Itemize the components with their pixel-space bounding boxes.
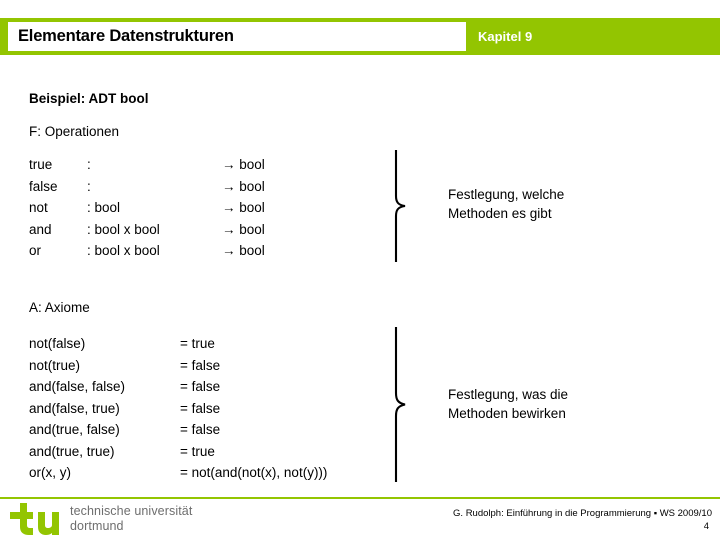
table-row: true : → bool xyxy=(29,154,292,176)
operation-signature: : bool x bool xyxy=(87,243,160,258)
operations-table: true : → bool false : → bool not : bool … xyxy=(29,154,292,262)
axiom-value: = true xyxy=(180,443,215,459)
slide-content: Beispiel: ADT bool F: Operationen true :… xyxy=(0,55,720,492)
table-row: or(x, y) = not(and(not(x), not(y))) xyxy=(29,462,327,484)
axiom-value: = not(and(not(x), not(y))) xyxy=(180,465,328,480)
table-row: false : → bool xyxy=(29,176,292,198)
axioms-table: not(false) = true not(true) = false and(… xyxy=(29,333,327,484)
table-row: and : bool x bool → bool xyxy=(29,219,292,241)
tu-logo-icon xyxy=(8,503,64,540)
axioms-note: Festlegung, was die Methoden bewirken xyxy=(448,385,568,423)
axiom-value: = false xyxy=(180,422,221,437)
axioms-note-line1: Festlegung, was die xyxy=(448,387,569,402)
operation-signature: : xyxy=(87,178,91,194)
operation-result: → bool xyxy=(222,243,265,258)
header-title-plate xyxy=(8,22,466,51)
axiom-expression: not(true) xyxy=(29,357,81,373)
operations-heading: F: Operationen xyxy=(29,124,120,139)
operation-name: false xyxy=(29,178,58,194)
table-row: not(false) = true xyxy=(29,333,327,355)
operation-signature: : xyxy=(87,157,91,172)
curly-brace-icon xyxy=(392,150,418,262)
curly-brace-icon xyxy=(392,327,418,482)
axiom-expression: not(false) xyxy=(29,336,86,351)
axiom-expression: and(false, false) xyxy=(29,379,126,394)
operation-result: → bool xyxy=(222,200,265,215)
operation-name: not xyxy=(29,200,48,215)
tu-logo-line2: dortmund xyxy=(70,518,124,533)
operation-name: and xyxy=(29,221,52,237)
table-row: not(true) = false xyxy=(29,355,327,377)
axiom-expression: and(true, false) xyxy=(29,422,120,437)
footer-credit: G. Rudolph: Einführung in die Programmie… xyxy=(453,508,712,519)
example-heading: Beispiel: ADT bool xyxy=(29,91,149,106)
operation-result: → bool xyxy=(222,157,265,172)
axiom-value: = false xyxy=(180,400,221,416)
table-row: and(true, true) = true xyxy=(29,441,327,463)
table-row: not : bool → bool xyxy=(29,197,292,219)
operation-result: → bool xyxy=(222,221,265,237)
axiom-value: = false xyxy=(180,379,221,394)
axioms-note-line2: Methoden bewirken xyxy=(448,406,566,421)
axiom-expression: and(false, true) xyxy=(29,400,120,416)
axioms-heading: A: Axiome xyxy=(29,300,90,315)
operations-note-line1: Festlegung, welche xyxy=(448,187,565,202)
operations-note: Festlegung, welche Methoden es gibt xyxy=(448,185,564,223)
tu-logo-line1: technische universität xyxy=(70,504,193,518)
page-title: Elementare Datenstrukturen xyxy=(18,27,234,45)
chapter-label: Kapitel 9 xyxy=(478,29,533,44)
table-row: and(true, false) = false xyxy=(29,419,327,441)
axiom-value: = true xyxy=(180,336,215,351)
axiom-expression: or(x, y) xyxy=(29,465,71,480)
axiom-value: = false xyxy=(180,357,221,373)
operation-signature: : bool x bool xyxy=(87,221,160,237)
table-row: or : bool x bool → bool xyxy=(29,240,292,262)
operation-result: → bool xyxy=(222,178,265,194)
footer-divider xyxy=(0,497,720,499)
table-row: and(false, true) = false xyxy=(29,398,327,420)
operation-name: true xyxy=(29,157,53,172)
slide-header: Elementare Datenstrukturen Kapitel 9 xyxy=(0,18,720,55)
axiom-expression: and(true, true) xyxy=(29,443,115,459)
operations-note-line2: Methoden es gibt xyxy=(448,206,552,221)
tu-logo-wordmark: technische universität dortmund xyxy=(70,504,192,533)
operation-name: or xyxy=(29,243,42,258)
tu-dortmund-logo: technische universität dortmund xyxy=(8,503,258,536)
table-row: and(false, false) = false xyxy=(29,376,327,398)
page-number: 4 xyxy=(703,521,709,532)
operation-signature: : bool xyxy=(87,200,121,215)
